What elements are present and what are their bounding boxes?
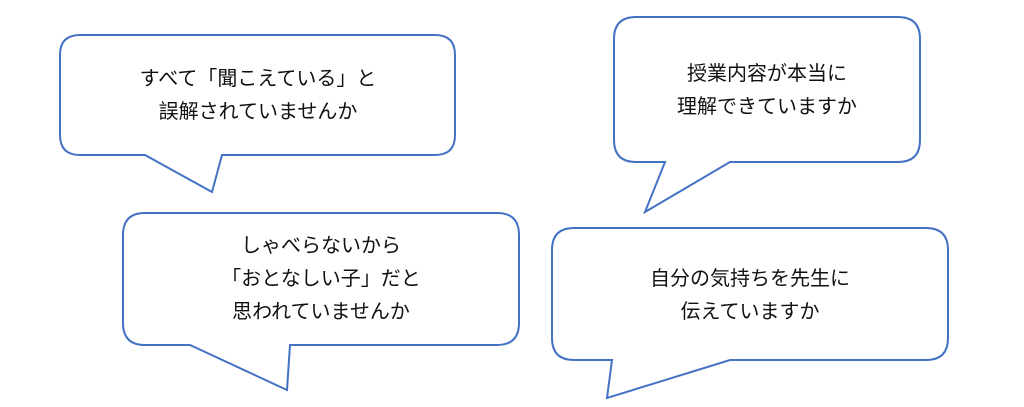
text-line: 自分の気持ちを先生に [650,266,850,290]
speech-bubble-2 [613,16,921,215]
text-line: 「おとなしい子」だと [221,266,421,290]
bubble-1-text: すべて「聞こえている」と 誤解されていませんか [140,62,377,128]
text-line: 授業内容が本当に [687,61,847,85]
text-line: すべて「聞こえている」と [139,66,377,90]
speech-bubble-3 [122,212,520,392]
speech-bubble-4 [551,227,949,400]
text-line: 思われていませんか [232,299,410,323]
text-line: 誤解されていませんか [158,99,358,123]
text-line: 理解できていますか [677,94,857,118]
text-line: 伝えていますか [680,299,820,323]
bubble-4-text: 自分の気持ちを先生に 伝えていますか [650,262,850,328]
speech-bubble-1 [59,34,456,194]
bubble-3-text: しゃべらないから 「おとなしい子」だと 思われていませんか [221,229,420,328]
text-line: しゃべらないから [241,233,401,257]
bubble-2-text: 授業内容が本当に 理解できていますか [677,57,857,123]
